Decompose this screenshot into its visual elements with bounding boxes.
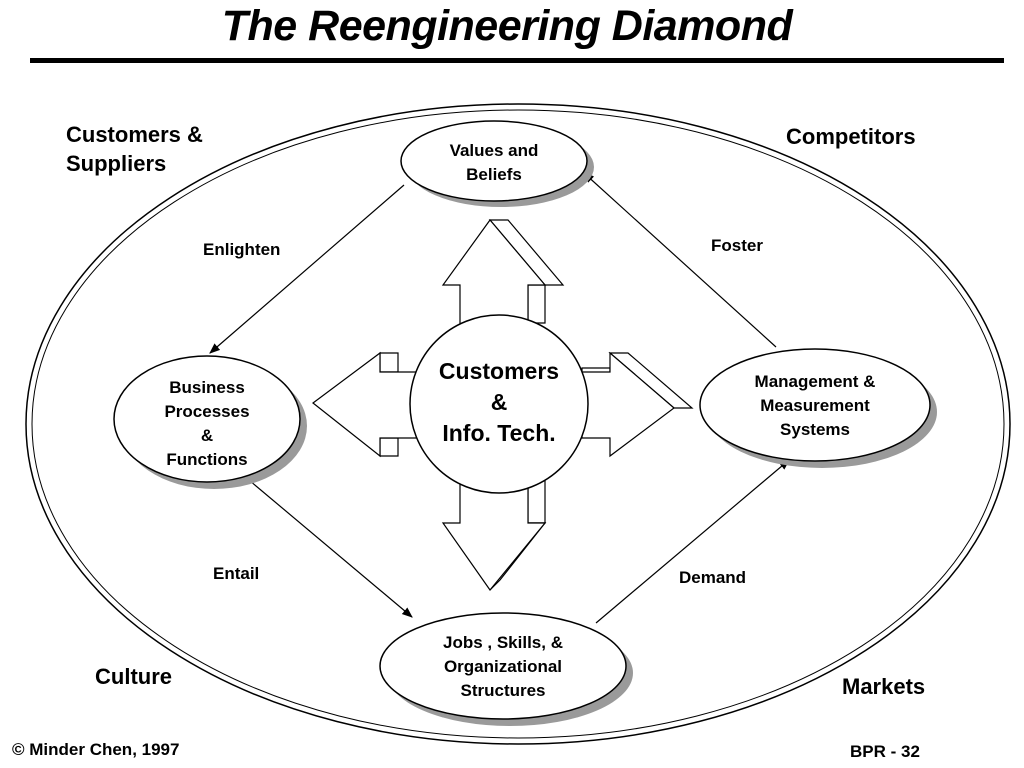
enlighten-label: Enlighten bbox=[203, 240, 281, 259]
jobs-skills-node bbox=[379, 612, 633, 726]
customers-suppliers-label: Customers & Suppliers bbox=[66, 122, 203, 176]
entail-label: Entail bbox=[213, 564, 260, 583]
jobs-skills-label: Jobs , Skills, & Organizational Structur… bbox=[443, 633, 563, 700]
management-measurement-node bbox=[699, 348, 937, 468]
block-arrow-left bbox=[312, 351, 421, 458]
arrow-enlighten bbox=[209, 184, 405, 354]
culture-label: Culture bbox=[95, 664, 172, 689]
competitors-label: Competitors bbox=[786, 124, 916, 149]
slide-title: The Reengineering Diamond bbox=[221, 2, 793, 50]
block-arrow-up bbox=[441, 219, 565, 331]
arrow-foster bbox=[583, 172, 777, 348]
arrow-entail bbox=[236, 469, 413, 618]
values-beliefs-node bbox=[400, 120, 594, 207]
values-beliefs-label: Values and Beliefs bbox=[449, 141, 539, 184]
outer-environment-ellipse bbox=[25, 103, 1011, 745]
business-processes-label: Business Processes & Functions bbox=[164, 378, 250, 469]
demand-label: Demand bbox=[679, 568, 747, 587]
foster-label: Foster bbox=[711, 236, 763, 255]
page-number: BPR - 32 bbox=[850, 742, 920, 761]
block-arrow-right bbox=[581, 351, 694, 458]
center-circle bbox=[409, 314, 589, 494]
business-processes-node bbox=[113, 355, 307, 489]
center-customers-it-label: Customers & Info. Tech. bbox=[438, 358, 560, 446]
block-arrow-down bbox=[441, 469, 547, 591]
arrow-demand bbox=[595, 459, 790, 624]
management-measurement-label: Management & Measurement Systems bbox=[754, 372, 876, 439]
markets-label: Markets bbox=[842, 674, 926, 699]
title-underline bbox=[30, 58, 1004, 63]
copyright-footer: © Minder Chen, 1997 bbox=[12, 740, 180, 759]
